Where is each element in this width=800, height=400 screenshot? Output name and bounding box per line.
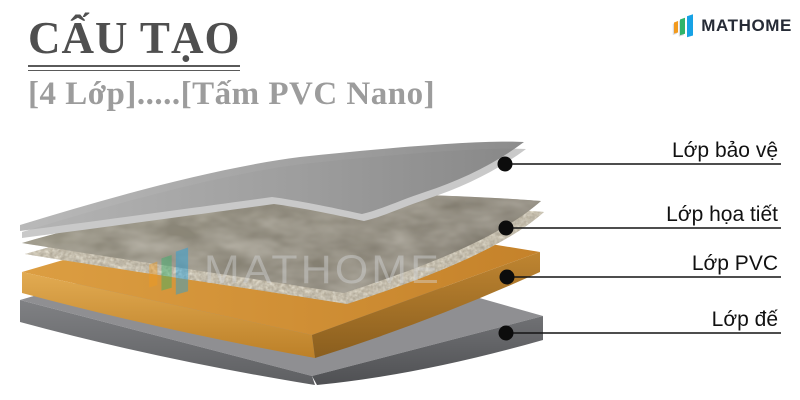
dot-pvc [499, 269, 515, 285]
watermark: MATHOME [149, 247, 442, 295]
layer-protective [20, 141, 526, 238]
logo-text: MATHOME [701, 15, 792, 35]
header: CẤU TẠO [28, 13, 241, 71]
dot-pattern [498, 220, 514, 236]
watermark-logo-icon [149, 247, 189, 295]
layer-label-protective: Lớp bảo vệ [672, 139, 778, 162]
title-underline [28, 64, 241, 71]
page-title: CẤU TẠO [28, 13, 241, 63]
brand-logo: MATHOME [671, 11, 792, 39]
watermark-text: MATHOME [204, 248, 442, 292]
layer-labels: Lớp bảo vệ Lớp họa tiết Lớp PVC Lớp đế [666, 139, 778, 331]
page-subtitle: [4 Lớp].....[Tấm PVC Nano] [28, 76, 436, 112]
layer-label-pvc: Lớp PVC [692, 252, 778, 275]
dot-protective [497, 156, 513, 172]
leader-lines [507, 163, 781, 334]
leader-dots [497, 156, 515, 341]
layer-label-pattern: Lớp họa tiết [666, 203, 778, 226]
layer-label-base: Lớp đế [712, 308, 779, 331]
dot-base [498, 325, 514, 341]
logo-bars-icon [673, 14, 694, 38]
